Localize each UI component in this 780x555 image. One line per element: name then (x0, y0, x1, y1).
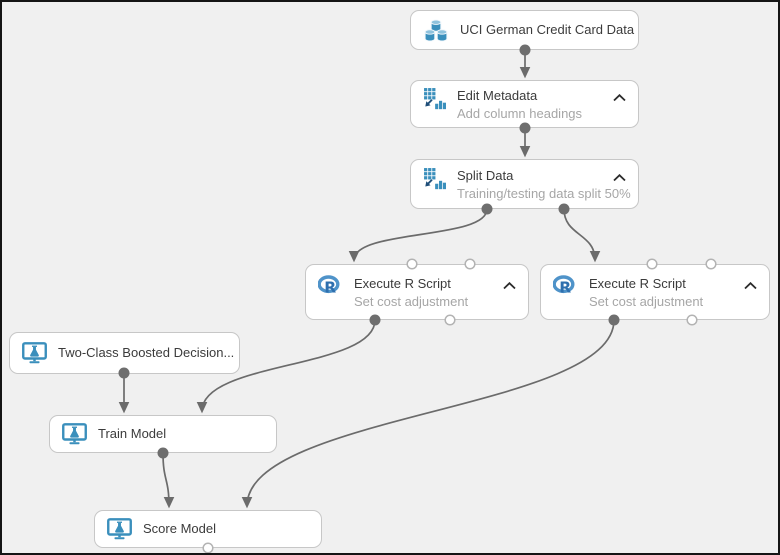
node-subtitle: Set cost adjustment (354, 294, 469, 309)
node-train-model[interactable]: Train Model (49, 415, 277, 453)
node-edit-metadata[interactable]: Edit Metadata Add column headings (410, 80, 639, 128)
node-score-model[interactable]: Score Model (94, 510, 322, 548)
table-transform-icon (423, 167, 446, 190)
node-title: Execute R Script (354, 276, 451, 291)
node-title: Execute R Script (589, 276, 686, 291)
node-two-class-boosted-decision[interactable]: Two-Class Boosted Decision... (9, 332, 240, 374)
ml-model-icon (22, 341, 47, 365)
node-execute-r-script-right[interactable]: R Execute R Script Set cost adjustment (540, 264, 770, 320)
node-execute-r-script-left[interactable]: R Execute R Script Set cost adjustment (305, 264, 529, 320)
collapse-chevron-icon[interactable] (613, 93, 626, 102)
r-logo-icon: R (552, 275, 578, 296)
node-title: Score Model (143, 521, 216, 536)
node-title: UCI German Credit Card Data (460, 22, 635, 37)
node-title: Edit Metadata (457, 88, 538, 103)
node-uci-german-credit-card-data[interactable]: UCI German Credit Card Data (410, 10, 639, 50)
connector-split-to-rscript-left[interactable] (348, 208, 488, 263)
node-subtitle: Training/testing data split 50% (457, 186, 631, 201)
node-split-data[interactable]: Split Data Training/testing data split 5… (410, 159, 639, 209)
collapse-chevron-icon[interactable] (503, 281, 516, 290)
connector-train-to-score[interactable] (162, 452, 175, 509)
node-subtitle: Set cost adjustment (589, 294, 704, 309)
node-title: Train Model (98, 426, 167, 441)
node-title: Split Data (457, 168, 514, 183)
collapse-chevron-icon[interactable] (613, 173, 626, 182)
ml-model-icon (62, 422, 87, 446)
connector-rscript-right-to-score[interactable] (241, 319, 615, 509)
r-logo-icon: R (317, 275, 343, 296)
svg-text:R: R (324, 278, 336, 296)
table-transform-icon (423, 87, 446, 110)
connector-split-to-rscript-right[interactable] (563, 208, 601, 263)
database-icon (423, 19, 449, 42)
ml-model-icon (107, 517, 132, 541)
node-subtitle: Add column headings (457, 106, 583, 121)
svg-text:R: R (559, 278, 571, 296)
node-title: Two-Class Boosted Decision... (58, 345, 235, 360)
collapse-chevron-icon[interactable] (744, 281, 757, 290)
